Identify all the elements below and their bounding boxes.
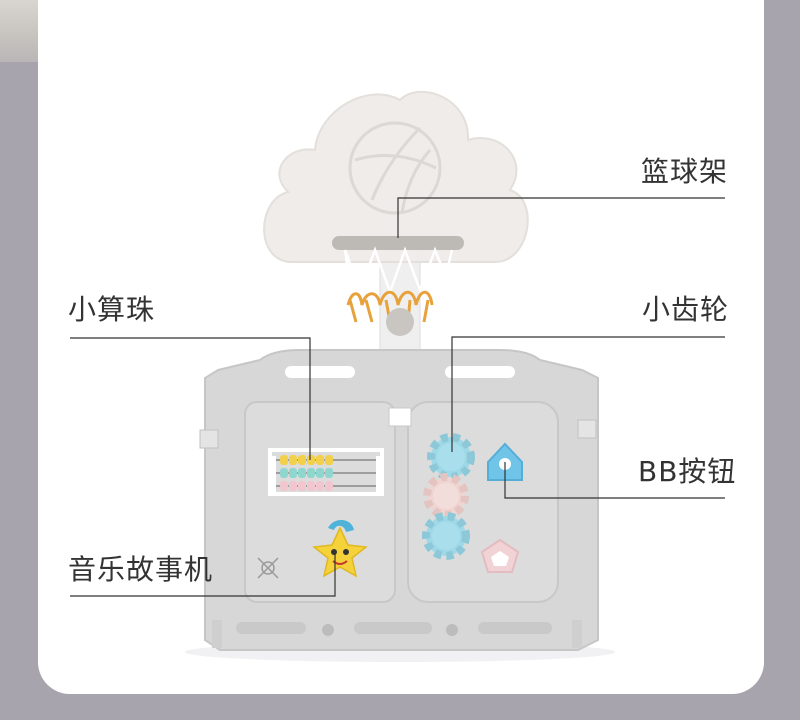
hoop-net bbox=[343, 246, 454, 323]
pole-knob bbox=[386, 308, 414, 336]
leader-line-button bbox=[504, 462, 725, 499]
pentagon-button-icon bbox=[480, 538, 520, 573]
callout-button: BB按钮 bbox=[638, 455, 737, 488]
background-photo-corner bbox=[0, 0, 40, 62]
handle-slot-right bbox=[445, 366, 515, 378]
hoop-rim bbox=[332, 236, 464, 250]
basketball-emblem-icon bbox=[348, 121, 442, 215]
handle-slot-left bbox=[285, 366, 355, 378]
cloud-backboard bbox=[263, 90, 529, 263]
abacus-toy bbox=[268, 448, 384, 496]
callout-gears: 小齿轮 bbox=[642, 293, 730, 326]
leader-line-music bbox=[70, 550, 336, 597]
callout-hoop: 篮球架 bbox=[641, 155, 729, 188]
side-clip-right bbox=[577, 419, 597, 439]
leader-line-gears bbox=[451, 336, 725, 452]
callout-music: 音乐故事机 bbox=[68, 553, 214, 586]
side-clip-left bbox=[199, 429, 219, 449]
gear-pink-middle-icon bbox=[423, 473, 469, 519]
speaker-grille-icon bbox=[257, 557, 279, 579]
fence-panel bbox=[199, 349, 599, 651]
leader-line-abacus bbox=[70, 337, 311, 460]
callout-abacus: 小算珠 bbox=[68, 293, 156, 326]
leader-line-hoop bbox=[397, 197, 725, 238]
gear-blue-bottom-icon bbox=[422, 512, 470, 560]
gear-blue-top-icon bbox=[427, 433, 475, 481]
